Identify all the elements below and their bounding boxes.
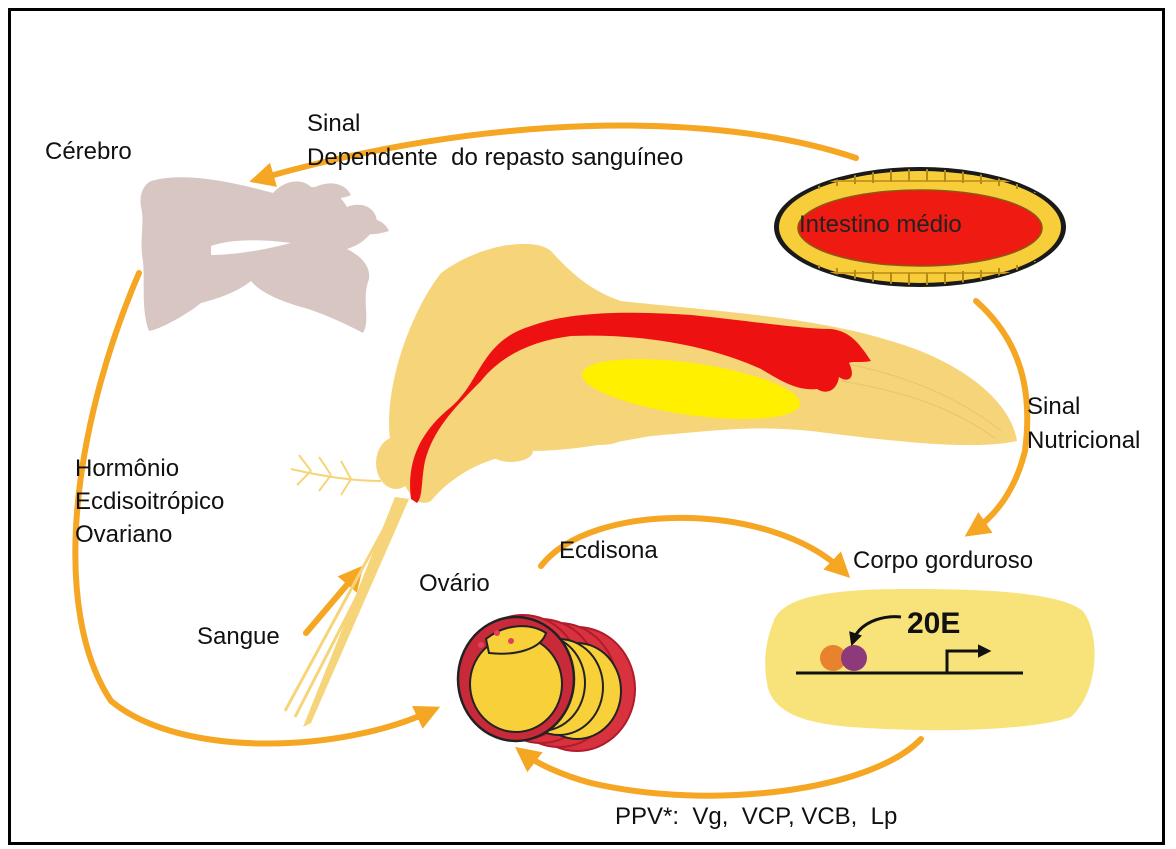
- label-nutritional-signal-2: Nutricional: [1027, 425, 1140, 456]
- ovary-icon: [458, 615, 635, 751]
- label-ecdysone: Ecdisona: [559, 535, 658, 566]
- fat-body-icon: 20E: [765, 589, 1094, 730]
- label-yolk-proteins: PPV*: Vg, VCP, VCB, Lp: [615, 801, 897, 832]
- label-brain: Cérebro: [45, 136, 132, 167]
- label-top-signal-1: Sinal: [307, 108, 360, 139]
- label-ovary: Ovário: [419, 568, 490, 599]
- label-top-signal-2: Dependente do repasto sanguíneo: [307, 142, 683, 173]
- diagram-art: 20E: [11, 11, 1162, 842]
- label-nutritional-signal-1: Sinal: [1027, 391, 1080, 422]
- brain-shape: [140, 177, 389, 333]
- diagram-frame: 20E Cérebro Sinal Dependente do repasto …: [8, 8, 1165, 845]
- label-hormone-3: Ovariano: [75, 519, 172, 550]
- label-hormone-1: Hormônio: [75, 453, 179, 484]
- label-midgut: Intestino médio: [799, 209, 962, 240]
- label-fat-body: Corpo gorduroso: [853, 545, 1033, 576]
- label-blood: Sangue: [197, 621, 280, 652]
- label-20e: 20E: [907, 607, 960, 640]
- label-hormone-2: Ecdisoitrópico: [75, 486, 224, 517]
